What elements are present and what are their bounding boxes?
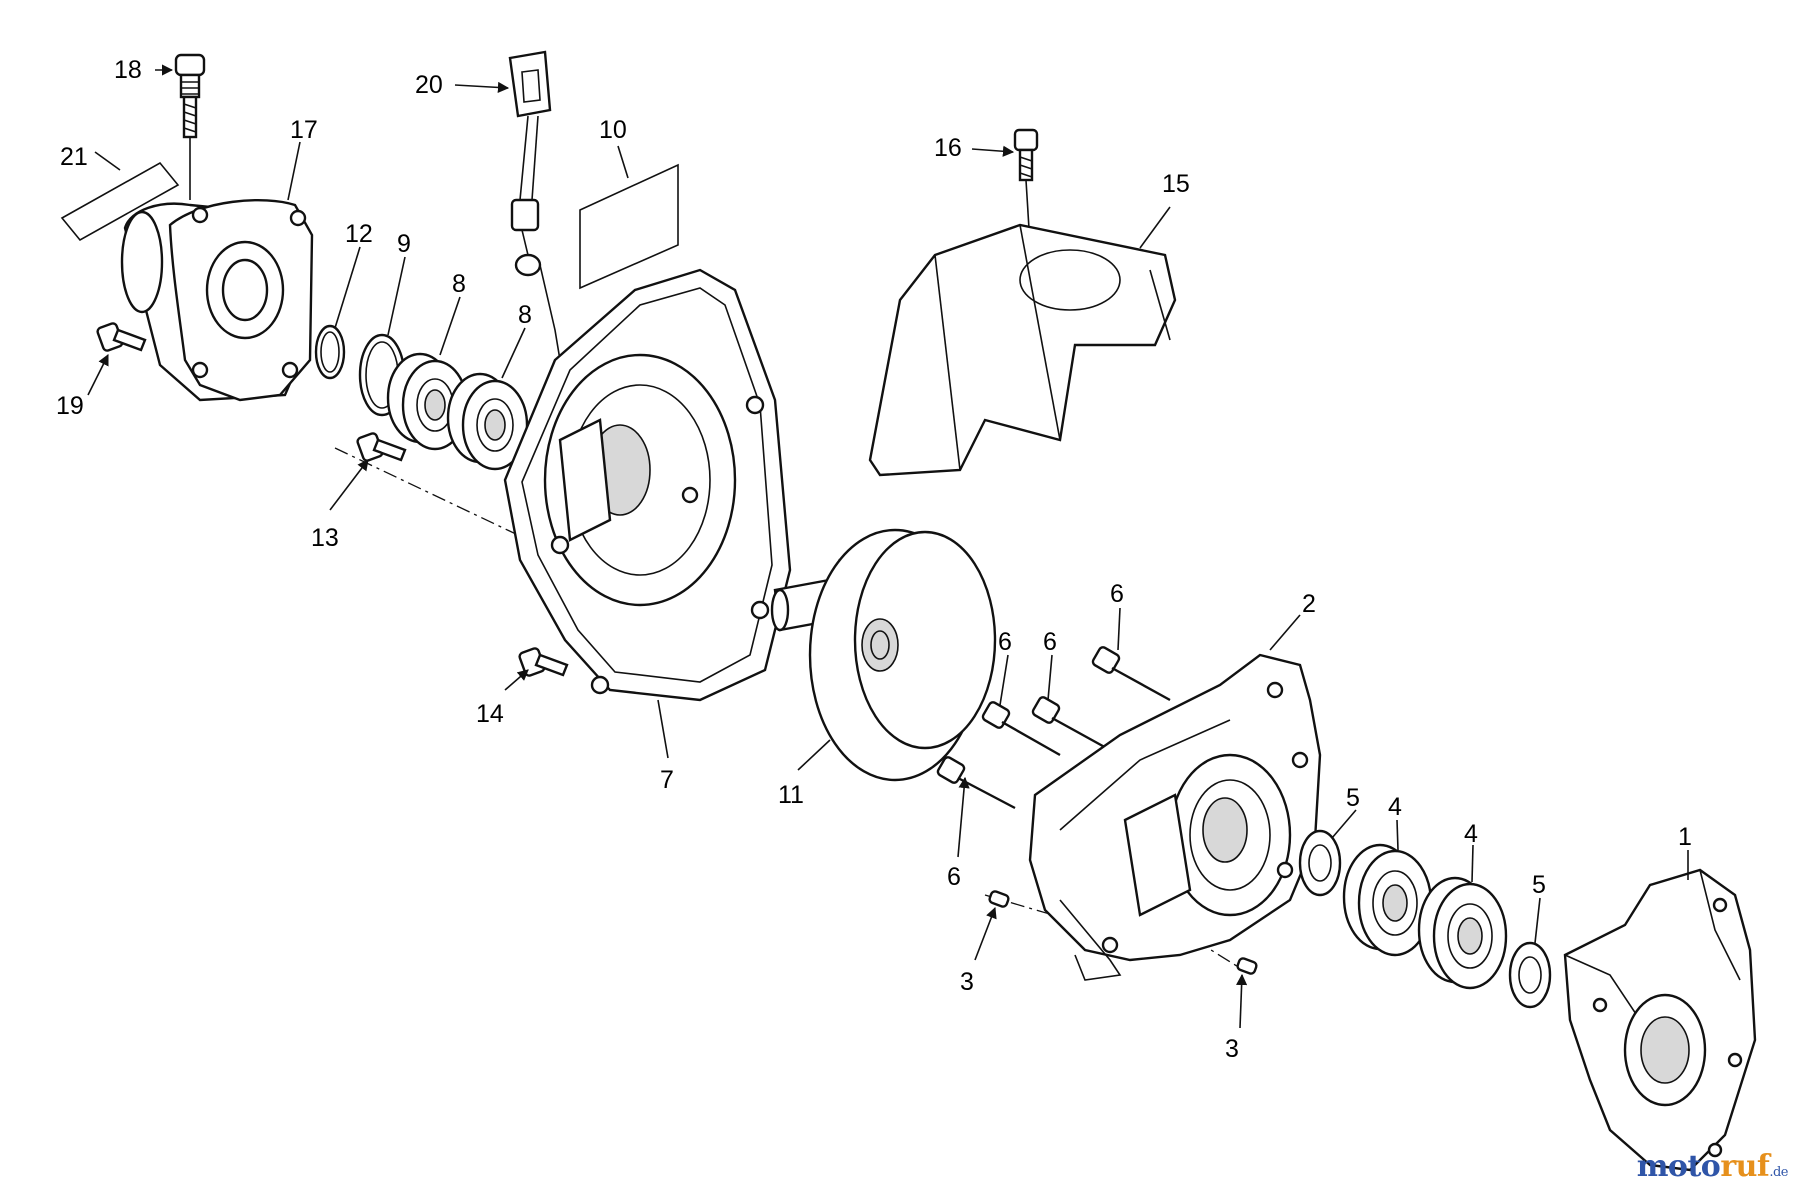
part-14-screw (518, 647, 569, 677)
watermark-logo: motoruf.de (1636, 1149, 1789, 1184)
callout-3b: 3 (1225, 1035, 1239, 1063)
part-20-spark-cap (508, 50, 561, 361)
callout-8a: 8 (452, 270, 466, 298)
callout-13: 13 (311, 524, 339, 552)
callout-12: 12 (345, 220, 373, 248)
callout-5b: 5 (1532, 871, 1546, 899)
callout-3a: 3 (960, 968, 974, 996)
callout-21: 21 (60, 143, 88, 171)
callout-6a: 6 (1110, 580, 1124, 608)
part-15-shroud (868, 223, 1177, 477)
callout-5a: 5 (1346, 784, 1360, 812)
part-6-bolt-d (936, 756, 1016, 810)
callout-9: 9 (397, 230, 411, 258)
part-6-bolt-b (981, 701, 1061, 757)
part-2-crankcase (1028, 653, 1322, 981)
part-8-bearing-a (386, 352, 469, 451)
callout-14: 14 (476, 700, 504, 728)
part-6-bolt-c (1031, 696, 1111, 752)
callout-2: 2 (1302, 590, 1316, 618)
leader-lines (87, 64, 1689, 1029)
part-19-screw (96, 322, 147, 352)
part-1-crankcase (1563, 868, 1757, 1172)
callout-17: 17 (290, 116, 318, 144)
callout-8b: 8 (518, 301, 532, 329)
part-4-bearing-b (1417, 876, 1508, 990)
part-7-fan-cover (503, 268, 792, 702)
callout-7: 7 (660, 766, 674, 794)
callout-4b: 4 (1464, 820, 1478, 848)
callout-18: 18 (114, 56, 142, 84)
callout-4a: 4 (1388, 793, 1402, 821)
callout-labels: 1 2 3 3 4 4 5 5 6 6 6 6 7 8 8 9 10 11 12… (56, 56, 1692, 1063)
part-3-pin-a (988, 890, 1010, 908)
part-11-flywheel (770, 528, 997, 782)
part-10-sheet (579, 163, 679, 290)
callout-16: 16 (934, 134, 962, 162)
callout-20: 20 (415, 71, 443, 99)
part-12-ring (314, 324, 346, 380)
callout-11: 11 (778, 781, 804, 809)
part-5-seal-a (1298, 829, 1342, 897)
part-6-bolt-a (1091, 646, 1171, 702)
callout-6b: 6 (998, 628, 1012, 656)
callout-1: 1 (1678, 823, 1692, 851)
callout-6d: 6 (947, 863, 961, 891)
callout-15: 15 (1162, 170, 1190, 198)
part-5-seal-b (1508, 941, 1552, 1009)
part-18-bolt (174, 53, 206, 200)
part-4-bearing-a (1342, 843, 1433, 957)
callout-6c: 6 (1043, 628, 1057, 656)
part-21-decal (60, 161, 180, 242)
callout-19: 19 (56, 392, 84, 420)
part-13-screw (356, 432, 407, 462)
callout-10: 10 (599, 116, 627, 144)
part-3-pin-b (1236, 957, 1258, 975)
part-17-housing (120, 198, 314, 402)
